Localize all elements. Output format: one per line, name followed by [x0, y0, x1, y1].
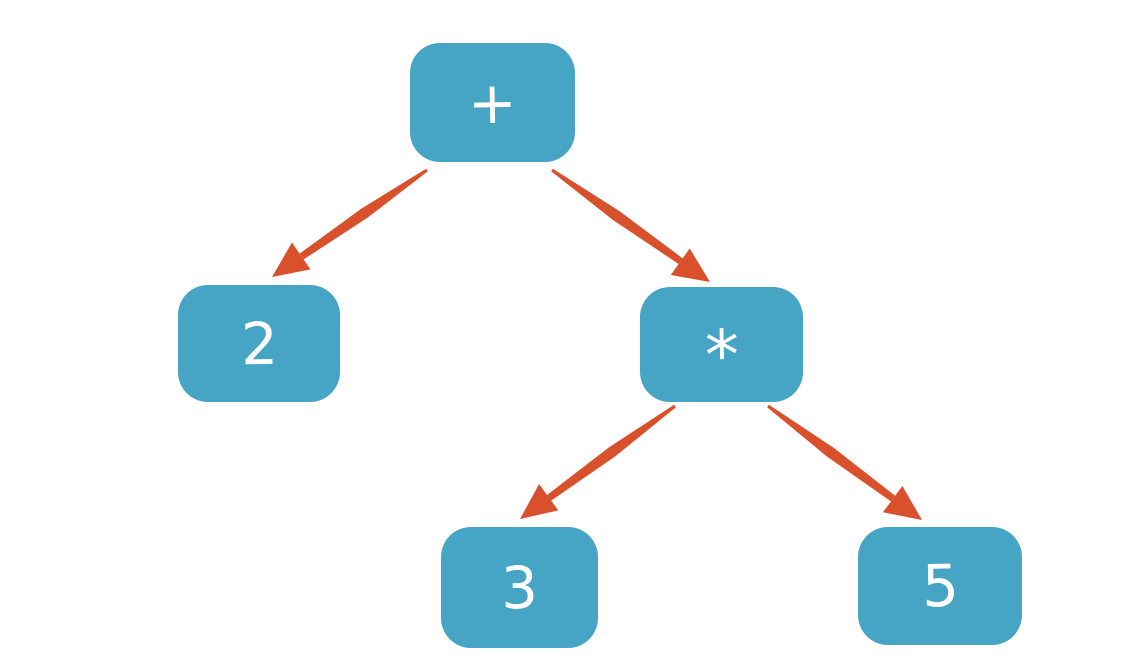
- edge-mul-five-shaft: [767, 404, 896, 502]
- tree-node-plus: +: [410, 43, 575, 162]
- tree-node-five-label: 5: [920, 551, 960, 621]
- edge-mul-five-arrowhead: [882, 486, 922, 520]
- edge-plus-mul-arrowhead: [670, 248, 710, 282]
- edge-plus-two-shaft: [299, 168, 428, 260]
- edge-plus-mul-shaft: [551, 168, 683, 265]
- tree-node-two: 2: [178, 285, 340, 402]
- tree-node-two-label: 2: [239, 309, 279, 378]
- edge-mul-three-arrowhead: [520, 484, 559, 519]
- tree-node-three-label: 3: [500, 553, 539, 622]
- tree-node-five: 5: [858, 527, 1022, 645]
- tree-node-three: 3: [441, 527, 598, 648]
- tree-node-plus-label: +: [467, 68, 518, 137]
- tree-node-multiply-label: *: [703, 315, 740, 396]
- tree-node-multiply: *: [640, 287, 803, 402]
- edge-plus-two-arrowhead: [272, 242, 311, 277]
- edge-mul-three-shaft: [547, 404, 676, 501]
